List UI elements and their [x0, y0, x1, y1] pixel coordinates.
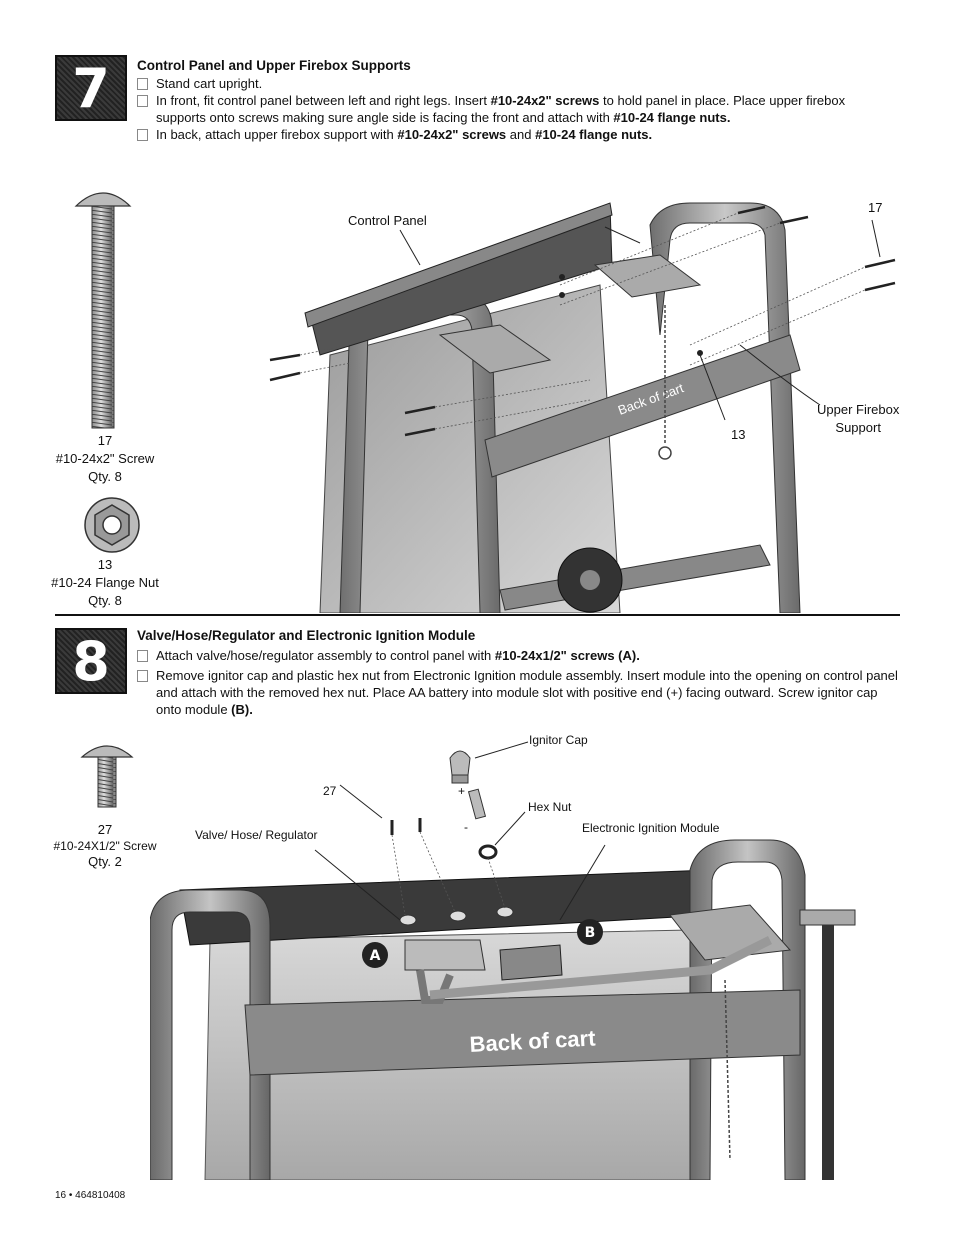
checkbox-icon[interactable] — [137, 129, 148, 141]
part-qty: Qty. 2 — [88, 854, 122, 869]
minus-sign: - — [464, 820, 468, 834]
step-8-number: 8 — [72, 629, 110, 693]
step-7-bullet-2: In front, fit control panel between left… — [137, 92, 877, 126]
step-7-instructions: Stand cart upright. In front, fit contro… — [137, 75, 877, 143]
step-8-bullet-1: Attach valve/hose/regulator assembly to … — [137, 647, 902, 664]
hex-nut-callout: Hex Nut — [528, 800, 572, 814]
screw-17-label: 17 #10-24x2" Screw Qty. 8 — [40, 432, 170, 486]
checkbox-icon[interactable] — [137, 95, 148, 107]
valve-hose-regulator-callout: Valve/ Hose/ Regulator — [195, 828, 318, 842]
screw-27-illustration — [80, 745, 134, 808]
flange-nut-illustration — [84, 497, 140, 553]
callout-line-1: Upper Firebox — [817, 402, 900, 417]
part-name: #10-24x2" Screw — [55, 451, 155, 466]
part-name: #10-24 Flange Nut — [51, 575, 159, 590]
part-qty: Qty. 8 — [88, 469, 122, 484]
bullet-text: In back, attach upper firebox support wi… — [156, 127, 653, 142]
plus-sign: + — [458, 784, 466, 798]
step-8-number-box: 8 — [55, 628, 127, 694]
step-8-bullet-2: Remove ignitor cap and plastic hex nut f… — [137, 667, 902, 718]
ignitor-cap-callout: Ignitor Cap — [529, 733, 588, 747]
step-8-instructions: Attach valve/hose/regulator assembly to … — [137, 647, 902, 718]
checkbox-icon[interactable] — [137, 670, 148, 682]
nut-13-callout: 13 — [731, 427, 746, 442]
step-8-cart-diagram: Back of cart A B — [150, 741, 856, 1180]
step-7-number: 7 — [72, 56, 110, 120]
screw-27-callout: 27 — [323, 784, 337, 798]
part-name: #10-24X1/2" Screw — [53, 839, 157, 853]
part-number: 13 — [97, 557, 113, 572]
checkbox-icon[interactable] — [137, 78, 148, 90]
electronic-ignition-module-callout: Electronic Ignition Module — [582, 821, 720, 835]
page-footer: 16 • 464810408 — [55, 1190, 126, 1201]
marker-a: A — [370, 948, 381, 964]
callout-line-2: Support — [835, 420, 881, 435]
part-qty: Qty. 8 — [88, 593, 122, 608]
step-7-number-box: 7 — [55, 55, 127, 121]
part-number: 17 — [97, 433, 113, 448]
part-number: 27 — [97, 822, 113, 837]
upper-firebox-support-callout: Upper Firebox Support — [817, 401, 899, 437]
step-7-title: Control Panel and Upper Firebox Supports — [137, 58, 411, 73]
bullet-text: In front, fit control panel between left… — [156, 93, 846, 125]
bullet-text: Attach valve/hose/regulator assembly to … — [156, 648, 640, 663]
screw-17-callout: 17 — [868, 200, 883, 215]
step-7-bullet-3: In back, attach upper firebox support wi… — [137, 126, 877, 143]
control-panel-callout: Control Panel — [348, 213, 427, 228]
marker-b: B — [585, 925, 596, 941]
screw-27-label: 27 #10-24X1/2" Screw Qty. 2 — [45, 822, 165, 870]
bullet-text: Remove ignitor cap and plastic hex nut f… — [156, 668, 898, 717]
step-7-cart-diagram: Back of cart — [269, 202, 896, 613]
screw-17-illustration — [74, 192, 132, 429]
section-divider — [55, 614, 900, 616]
flange-nut-label: 13 #10-24 Flange Nut Qty. 8 — [40, 556, 170, 610]
checkbox-icon[interactable] — [137, 650, 148, 662]
bullet-text: Stand cart upright. — [156, 76, 263, 91]
step-7-bullet-1: Stand cart upright. — [137, 75, 877, 92]
step-8-title: Valve/Hose/Regulator and Electronic Igni… — [137, 628, 476, 643]
